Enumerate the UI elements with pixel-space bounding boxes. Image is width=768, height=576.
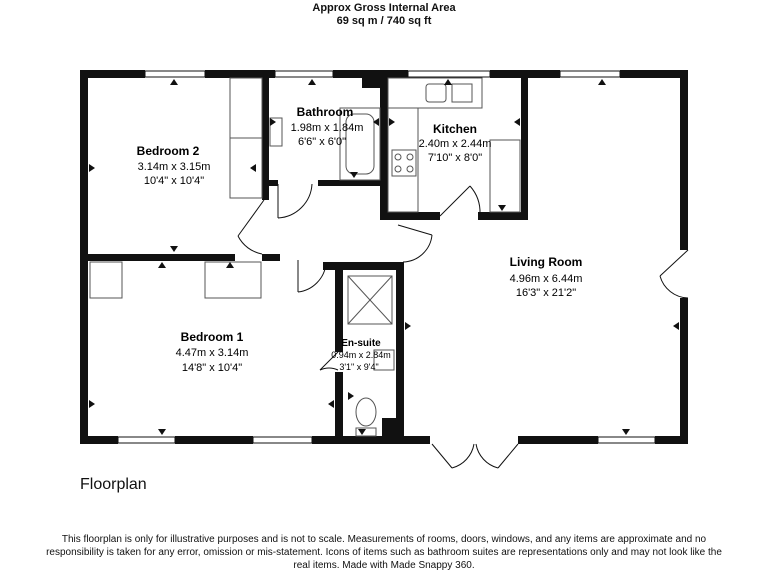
room-label-bathroom: Bathroom 1.98m x 1.84m 6'6" x 6'0" (291, 105, 364, 148)
windows (117, 70, 656, 444)
area-value: 69 sq m / 740 sq ft (336, 15, 432, 27)
bathroom-name: Bathroom (297, 105, 354, 119)
bathroom-metric: 1.98m x 1.84m (291, 122, 364, 134)
kitchen-imperial: 7'10" x 8'0" (428, 152, 482, 164)
disclaimer-text: This floorplan is only for illustrative … (46, 534, 722, 571)
room-label-bedroom1: Bedroom 1 4.47m x 3.14m 14'8" x 10'4" (176, 330, 249, 374)
bedroom2-name: Bedroom 2 (137, 144, 200, 158)
bedroom1-name: Bedroom 1 (181, 330, 244, 344)
area-title: Approx Gross Internal Area (312, 2, 456, 14)
living-metric: 4.96m x 6.44m (510, 273, 583, 285)
fixtures (89, 77, 521, 437)
ensuite-metric: 0.94m x 2.84m (331, 350, 391, 360)
ensuite-imperial: 3'1" x 9'4" (339, 362, 378, 372)
room-label-living: Living Room 4.96m x 6.44m 16'3" x 21'2" (510, 255, 583, 299)
floorplan-label: Floorplan (80, 476, 147, 493)
interior-walls (80, 70, 528, 444)
room-label-kitchen: Kitchen 2.40m x 2.44m 7'10" x 8'0" (419, 122, 492, 164)
living-imperial: 16'3" x 21'2" (516, 287, 576, 299)
floorplan-drawing: Bedroom 2 3.14m x 3.15m 10'4" x 10'4" Ba… (80, 70, 689, 469)
bedroom2-metric: 3.14m x 3.15m (138, 161, 211, 173)
kitchen-name: Kitchen (433, 122, 477, 136)
bathroom-imperial: 6'6" x 6'0" (298, 136, 346, 148)
radiator-markers (89, 79, 679, 435)
door-swings (237, 183, 689, 469)
room-label-ensuite: En-suite 0.94m x 2.84m 3'1" x 9'4" (331, 338, 391, 372)
room-label-bedroom2: Bedroom 2 3.14m x 3.15m 10'4" x 10'4" (137, 144, 211, 187)
bedroom1-metric: 4.47m x 3.14m (176, 347, 249, 359)
living-name: Living Room (510, 255, 583, 269)
ensuite-name: En-suite (341, 338, 381, 349)
bedroom1-imperial: 14'8" x 10'4" (182, 362, 242, 374)
bedroom2-imperial: 10'4" x 10'4" (144, 175, 204, 187)
kitchen-metric: 2.40m x 2.44m (419, 138, 492, 150)
